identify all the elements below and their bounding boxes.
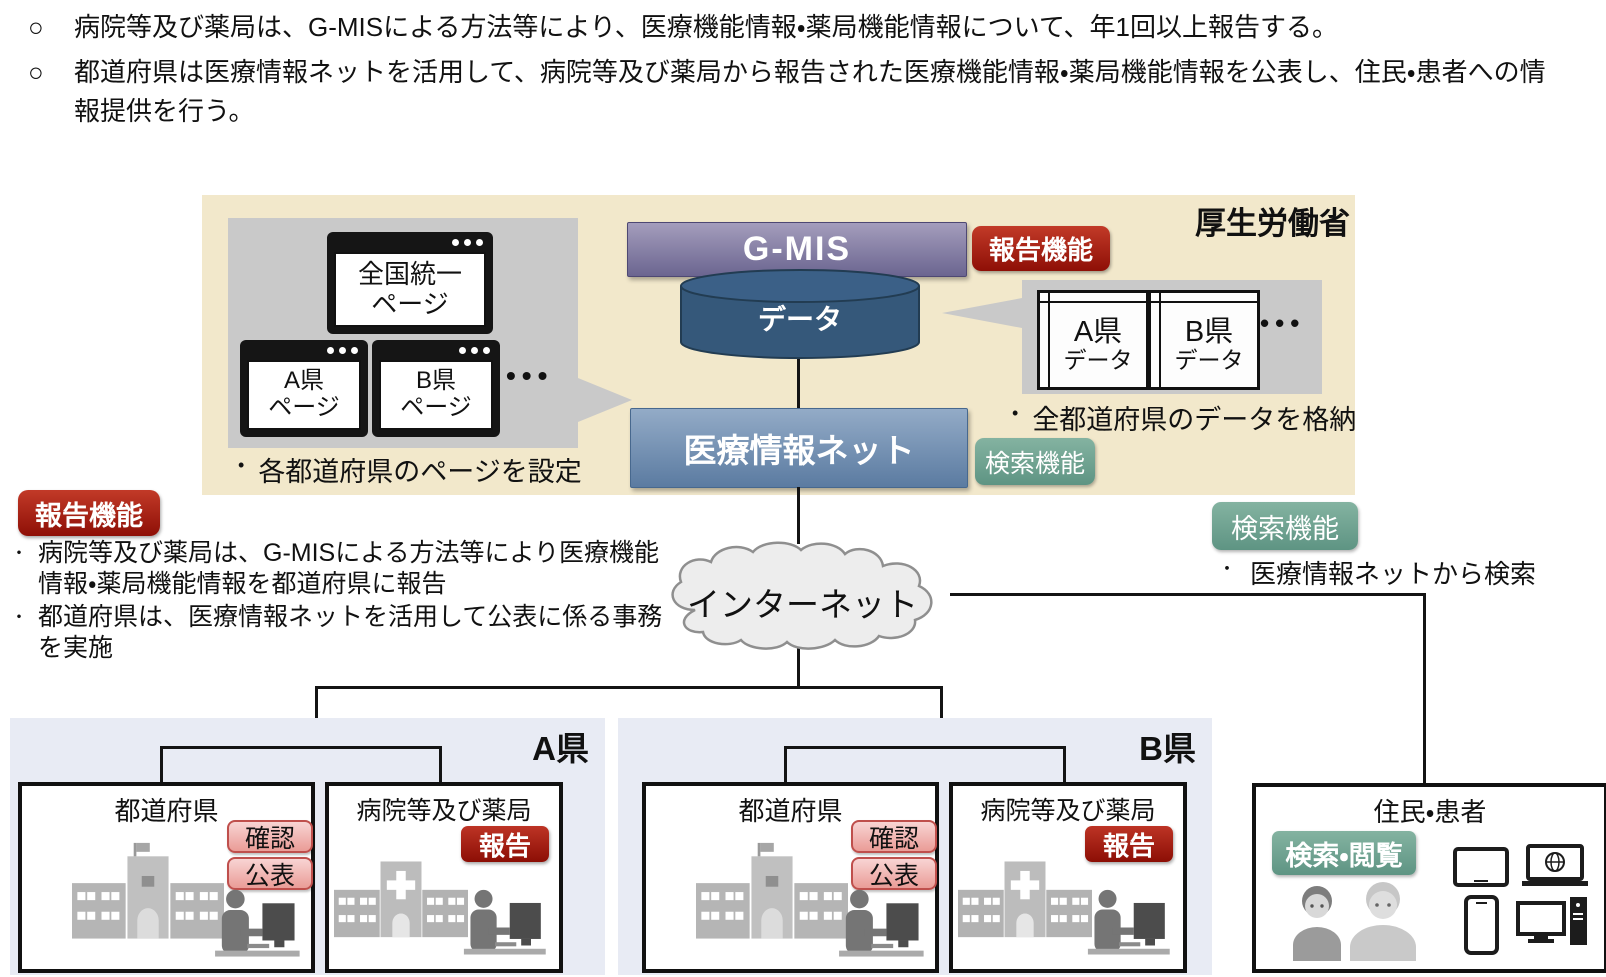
pref-a-split-left <box>160 746 163 784</box>
bullet-dot: • <box>238 455 245 475</box>
national-page-label-line2: ページ <box>371 288 449 319</box>
data-callout-pointer <box>942 298 1022 328</box>
connector-distribution-bar <box>315 686 943 689</box>
connector-internet-drop <box>797 648 800 688</box>
pref-b-hospital-box: 病院等及び薬局 報告 <box>949 782 1187 973</box>
hospital-building-icon <box>958 861 1092 938</box>
search-bullet-text: 医療情報ネットから検索 <box>1250 559 1537 589</box>
report-function-badge-top: 報告機能 <box>972 226 1110 271</box>
report-function-bullets: ・ 病院等及び薬局は、G-MISによる方法等により医療機能情報・薬局機能情報を都… <box>8 538 708 664</box>
person-computer-icon <box>1087 889 1170 955</box>
pref-a-page-label-line2: ページ <box>268 394 340 421</box>
bullet-dot: ・ <box>10 544 28 563</box>
pref-a-split-bar <box>160 746 442 749</box>
person-computer-icon <box>215 889 300 957</box>
confirm-badge: 確認 <box>227 820 313 853</box>
pref-b-gov-box: 都道府県 確認 公表 <box>642 782 939 973</box>
pref-b-page-label-line1: B県 <box>415 367 456 395</box>
connector-net-internet <box>797 487 800 544</box>
bullet-dot: • <box>1012 403 1019 423</box>
intro-section: ○ 病院等及び薬局は、G-MISによる方法等により、医療機能情報・薬局機能情報に… <box>28 8 1588 131</box>
report-bullet-1-text: 病院等及び薬局は、G-MISによる方法等により医療機能情報・薬局機能情報を都道府… <box>38 539 659 598</box>
national-page-label-line1: 全国統一 <box>357 259 462 290</box>
search-browse-badge: 検索・閲覧 <box>1272 831 1416 875</box>
intro-bullet-1-text: 病院等及び薬局は、G-MISによる方法等により、医療機能情報・薬局機能情報につい… <box>74 12 1338 42</box>
window-dots-icon <box>459 347 490 354</box>
report-badge: 報告 <box>1085 826 1173 862</box>
hospital-title: 病院等及び薬局 <box>356 797 532 825</box>
confirm-badge: 確認 <box>851 820 937 853</box>
search-function-bullet: ・ 医療情報ネットから検索 <box>1218 554 1536 591</box>
pref-b-split-left <box>784 746 787 784</box>
pref-b-page-label-line2: ページ <box>400 394 472 421</box>
pref-a-split-right <box>439 746 442 784</box>
gov-building-icon <box>696 842 848 939</box>
gov-building-icon <box>72 842 224 939</box>
gov-office-title: 都道府県 <box>738 796 843 826</box>
report-badge: 報告 <box>461 826 549 862</box>
ellipsis-icon: ••• <box>1260 308 1306 338</box>
report-function-badge-left: 報告機能 <box>18 490 160 536</box>
connector-drop-pref-a <box>315 686 318 720</box>
search-function-badge-right: 検索機能 <box>1212 502 1358 550</box>
report-bullet-1: ・ 病院等及び薬局は、G-MISによる方法等により医療機能情報・薬局機能情報を都… <box>8 538 708 600</box>
publish-badge: 公表 <box>851 857 937 890</box>
intro-bullet-2-text: 都道府県は医療情報ネットを活用して、病院等及び薬局から報告された医療機能情報・薬… <box>74 57 1546 126</box>
browser-window-pref-b: B県 ページ <box>372 340 500 437</box>
pref-b-data-label-line1: B県 <box>1184 315 1234 348</box>
medical-net-bar: 医療情報ネット <box>630 408 968 488</box>
pref-b-split-bar <box>784 746 1066 749</box>
connector-internet-residents-h <box>950 593 1426 596</box>
residents-title: 住民・患者 <box>1373 797 1487 827</box>
pref-b-data-label-line2: データ <box>1174 347 1244 374</box>
gov-office-title: 都道府県 <box>114 796 219 826</box>
internet-label: インターネット <box>687 586 918 623</box>
circle-marker: ○ <box>28 12 44 42</box>
pref-a-data-label-line2: データ <box>1063 347 1133 374</box>
table-icon-pref-b: B県 データ <box>1148 290 1260 390</box>
data-cylinder-icon <box>680 269 920 359</box>
hospital-building-icon <box>334 861 468 938</box>
data-note: • 全都道府県のデータを格納 <box>1012 398 1356 437</box>
publish-badge: 公表 <box>227 857 313 890</box>
person-computer-icon <box>839 889 924 957</box>
pref-b-label: B県 <box>1139 730 1196 767</box>
table-icon-pref-a: A県 データ <box>1037 290 1149 390</box>
bullet-dot: ・ <box>1218 559 1236 579</box>
browser-window-pref-a: A県 ページ <box>240 340 368 437</box>
pref-a-data-label-line1: A県 <box>1073 315 1123 348</box>
ministry-title: 厚生労働省 <box>1195 206 1350 241</box>
circle-marker: ○ <box>28 57 44 87</box>
internet-cloud-icon <box>671 541 933 650</box>
bullet-dot: ・ <box>10 608 28 627</box>
intro-bullet-2: ○ 都道府県は医療情報ネットを活用して、病院等及び薬局から報告された医療機能情報… <box>28 53 1588 131</box>
data-note-text: 全都道府県のデータを格納 <box>1032 405 1357 435</box>
pref-a-label: A県 <box>532 730 589 767</box>
pref-a-gov-box: 都道府県 確認 公表 <box>18 782 315 973</box>
browser-window-national: 全国統一 ページ <box>327 232 493 334</box>
pages-note: • 各都道府県のページを設定 <box>238 450 582 489</box>
search-function-badge-top: 検索機能 <box>975 438 1095 485</box>
connector-data-net <box>797 350 800 410</box>
data-cylinder-label: データ <box>757 304 842 335</box>
window-dots-icon <box>327 347 358 354</box>
report-bullet-2-text: 都道府県は、医療情報ネットを活用して公表に係る事務を実施 <box>38 603 663 662</box>
pref-a-page-label-line1: A県 <box>283 367 324 395</box>
devices-icon <box>1453 844 1588 955</box>
ellipsis-icon: ••• <box>506 360 554 391</box>
pref-b-split-right <box>1063 746 1066 784</box>
hospital-title: 病院等及び薬局 <box>980 797 1156 825</box>
report-bullet-2: ・ 都道府県は、医療情報ネットを活用して公表に係る事務を実施 <box>8 602 708 664</box>
pref-a-hospital-box: 病院等及び薬局 報告 <box>325 782 563 973</box>
window-dots-icon <box>452 239 483 246</box>
connector-drop-pref-b <box>940 686 943 720</box>
residents-box: 住民・患者 検索・閲覧 <box>1252 783 1606 973</box>
pages-note-text: 各都道府県のページを設定 <box>258 457 582 487</box>
intro-bullet-1: ○ 病院等及び薬局は、G-MISによる方法等により、医療機能情報・薬局機能情報に… <box>28 8 1588 47</box>
residents-people-icon <box>1293 882 1416 961</box>
pages-callout-pointer <box>578 378 632 422</box>
person-computer-icon <box>463 889 546 955</box>
connector-internet-residents-v <box>1423 593 1426 785</box>
